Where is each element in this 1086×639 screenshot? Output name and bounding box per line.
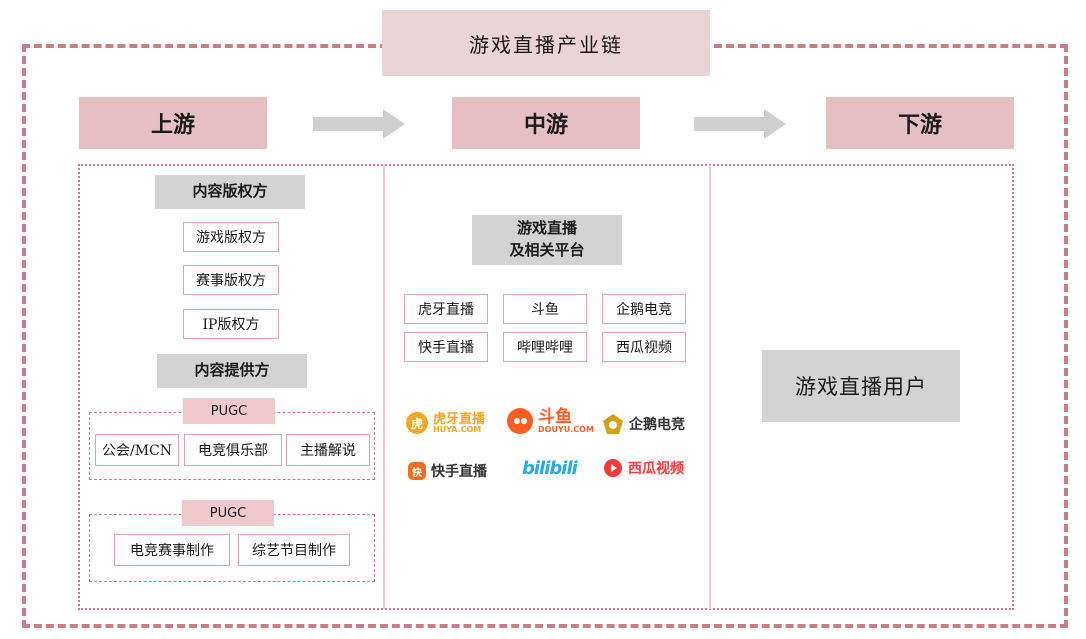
platform-header: 游戏直播 及相关平台 <box>472 215 622 265</box>
kuaishou-logo: 快 快手直播 <box>408 461 487 481</box>
huya-icon: 虎 <box>406 412 428 434</box>
platform-item: 快手直播 <box>404 332 488 362</box>
huya-logo: 虎 虎牙直播 HUYA.COM <box>406 412 485 434</box>
arrow-right-icon <box>694 109 786 139</box>
xigua-logo: 西瓜视频 <box>603 458 684 478</box>
penguin-esports-icon <box>603 414 623 434</box>
provider-item: 综艺节目制作 <box>238 534 350 566</box>
pugc-label: PUGC <box>183 398 275 424</box>
arrow-right-icon <box>313 109 405 139</box>
douyu-logo: 斗鱼 DOUYU.COM <box>507 408 594 434</box>
stage-downstream: 下游 <box>826 97 1014 149</box>
bilibili-logo: bilibili <box>522 458 578 479</box>
logo-text: 虎牙直播 <box>433 411 486 427</box>
provider-item: 公会/MCN <box>95 434 179 466</box>
kuaishou-icon: 快 <box>408 462 426 480</box>
content-frame <box>78 164 1014 610</box>
platform-item: 虎牙直播 <box>404 294 488 324</box>
platform-item: 哔哩哔哩 <box>503 332 587 362</box>
platform-header-line: 及相关平台 <box>509 241 585 259</box>
logo-subtext: HUYA.COM <box>433 424 482 434</box>
provider-item: 主播解说 <box>286 434 370 466</box>
provider-item: 电竞俱乐部 <box>184 434 282 466</box>
douyu-icon <box>507 408 533 434</box>
logo-text: 斗鱼 <box>538 406 572 427</box>
content-provider-header: 内容提供方 <box>157 354 307 388</box>
logo-text: bilibili <box>522 458 578 479</box>
copyright-holder-header: 内容版权方 <box>155 175 305 209</box>
logo-text: 企鹅电竞 <box>629 417 685 433</box>
stage-midstream: 中游 <box>452 97 640 149</box>
penguin-esports-logo: 企鹅电竞 <box>602 413 685 435</box>
diagram-title: 游戏直播产业链 <box>382 10 710 76</box>
pugc-label: PUGC <box>182 500 274 526</box>
logo-text: 快手直播 <box>431 464 487 480</box>
column-divider <box>383 165 385 609</box>
stage-upstream: 上游 <box>79 97 267 149</box>
logo-text: 西瓜视频 <box>628 461 684 477</box>
copyright-item: 游戏版权方 <box>183 222 279 252</box>
logo-subtext: DOUYU.COM <box>538 424 594 434</box>
game-stream-users-box: 游戏直播用户 <box>762 350 960 422</box>
platform-header-line: 游戏直播 <box>516 219 577 238</box>
copyright-item: 赛事版权方 <box>183 265 279 295</box>
platform-item: 斗鱼 <box>503 294 587 324</box>
xigua-icon <box>604 459 622 477</box>
platform-item: 西瓜视频 <box>602 332 686 362</box>
platform-item: 企鹅电竞 <box>602 294 686 324</box>
copyright-item: IP版权方 <box>183 309 279 339</box>
provider-item: 电竞赛事制作 <box>114 534 230 566</box>
column-divider <box>709 165 711 609</box>
